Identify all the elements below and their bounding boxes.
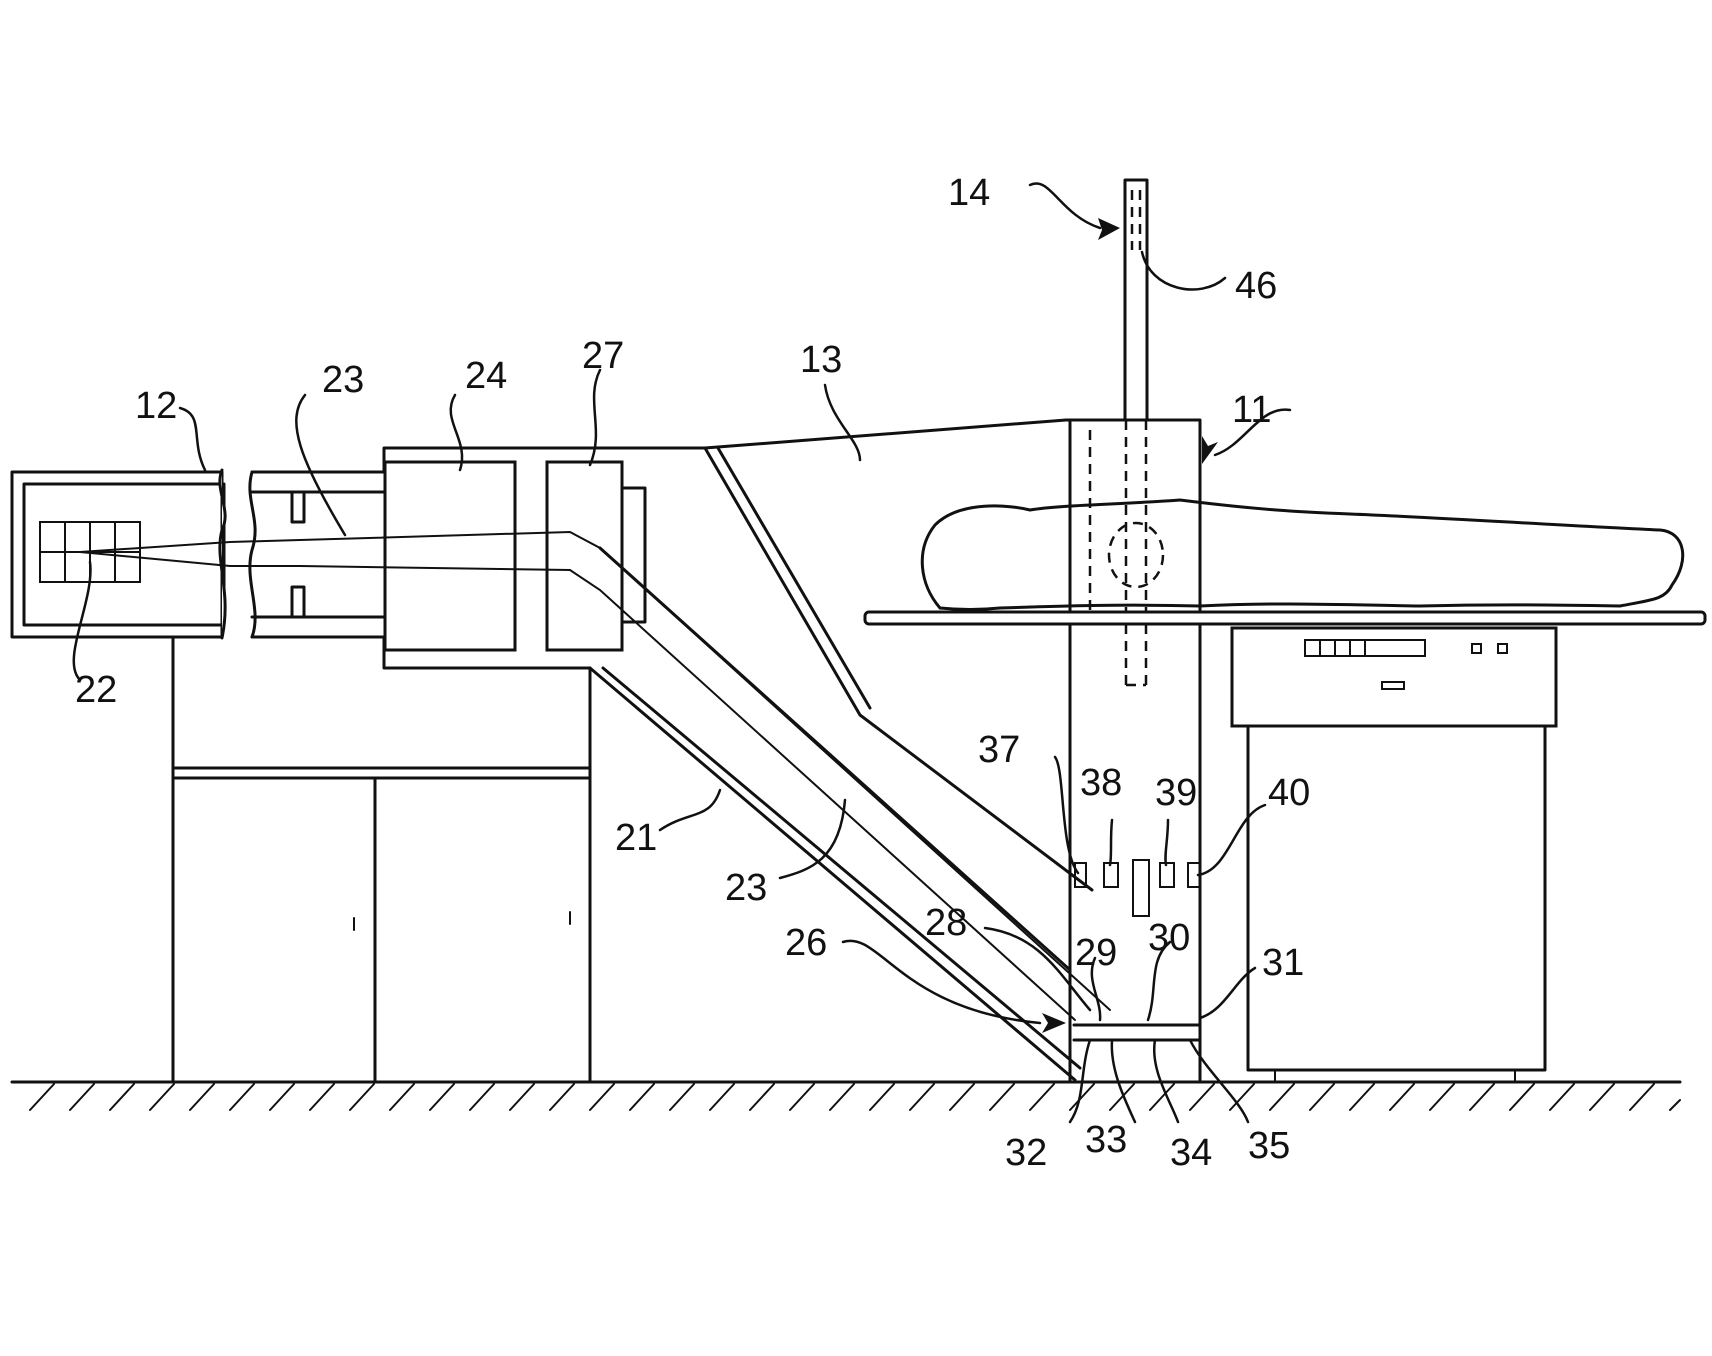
beam-line-lower	[79, 551, 1076, 1021]
label-11: 11	[1232, 389, 1271, 431]
label-34: 34	[1170, 1132, 1212, 1174]
label-31: 31	[1262, 942, 1304, 984]
label-22: 22	[75, 669, 117, 711]
label-29: 29	[1075, 932, 1117, 974]
patient-table	[863, 498, 1707, 626]
gantry-housing	[543, 418, 1202, 1084]
arrow-11	[1202, 436, 1218, 464]
label-26: 26	[785, 922, 827, 964]
label-23-top: 23	[322, 359, 364, 401]
label-39: 39	[1155, 772, 1197, 814]
label-30: 30	[1148, 917, 1190, 959]
label-35: 35	[1248, 1125, 1290, 1167]
inclined-support	[588, 546, 1082, 1084]
beam-segment	[620, 486, 647, 624]
label-24: 24	[465, 355, 507, 397]
label-12: 12	[135, 385, 177, 427]
patient-body	[920, 498, 1685, 611]
vertical-post	[1088, 178, 1202, 687]
detector-housing	[10, 468, 227, 1084]
leader-lines	[72, 182, 1292, 1124]
left-cabinet	[173, 766, 592, 1084]
floor	[10, 1080, 1682, 1111]
label-37: 37	[978, 729, 1020, 771]
control-console	[1230, 626, 1558, 1083]
beam-pipe	[248, 446, 592, 670]
arrow-14	[1098, 218, 1120, 240]
magnet-24	[383, 460, 517, 652]
label-23-lower: 23	[725, 867, 767, 909]
arrow-26	[1042, 1013, 1066, 1033]
label-28: 28	[925, 902, 967, 944]
label-38: 38	[1080, 762, 1122, 804]
label-32: 32	[1005, 1132, 1047, 1174]
label-27: 27	[582, 335, 624, 377]
label-46: 46	[1235, 265, 1277, 307]
reference-numerals: 11 12 13 14 21 22 23 23 24 26 27 28 29 3…	[75, 172, 1310, 1174]
label-21: 21	[615, 817, 657, 859]
label-14: 14	[948, 172, 990, 214]
label-13: 13	[800, 339, 842, 381]
indicator-panel	[1074, 859, 1201, 917]
label-40: 40	[1268, 772, 1310, 814]
label-33: 33	[1085, 1119, 1127, 1161]
